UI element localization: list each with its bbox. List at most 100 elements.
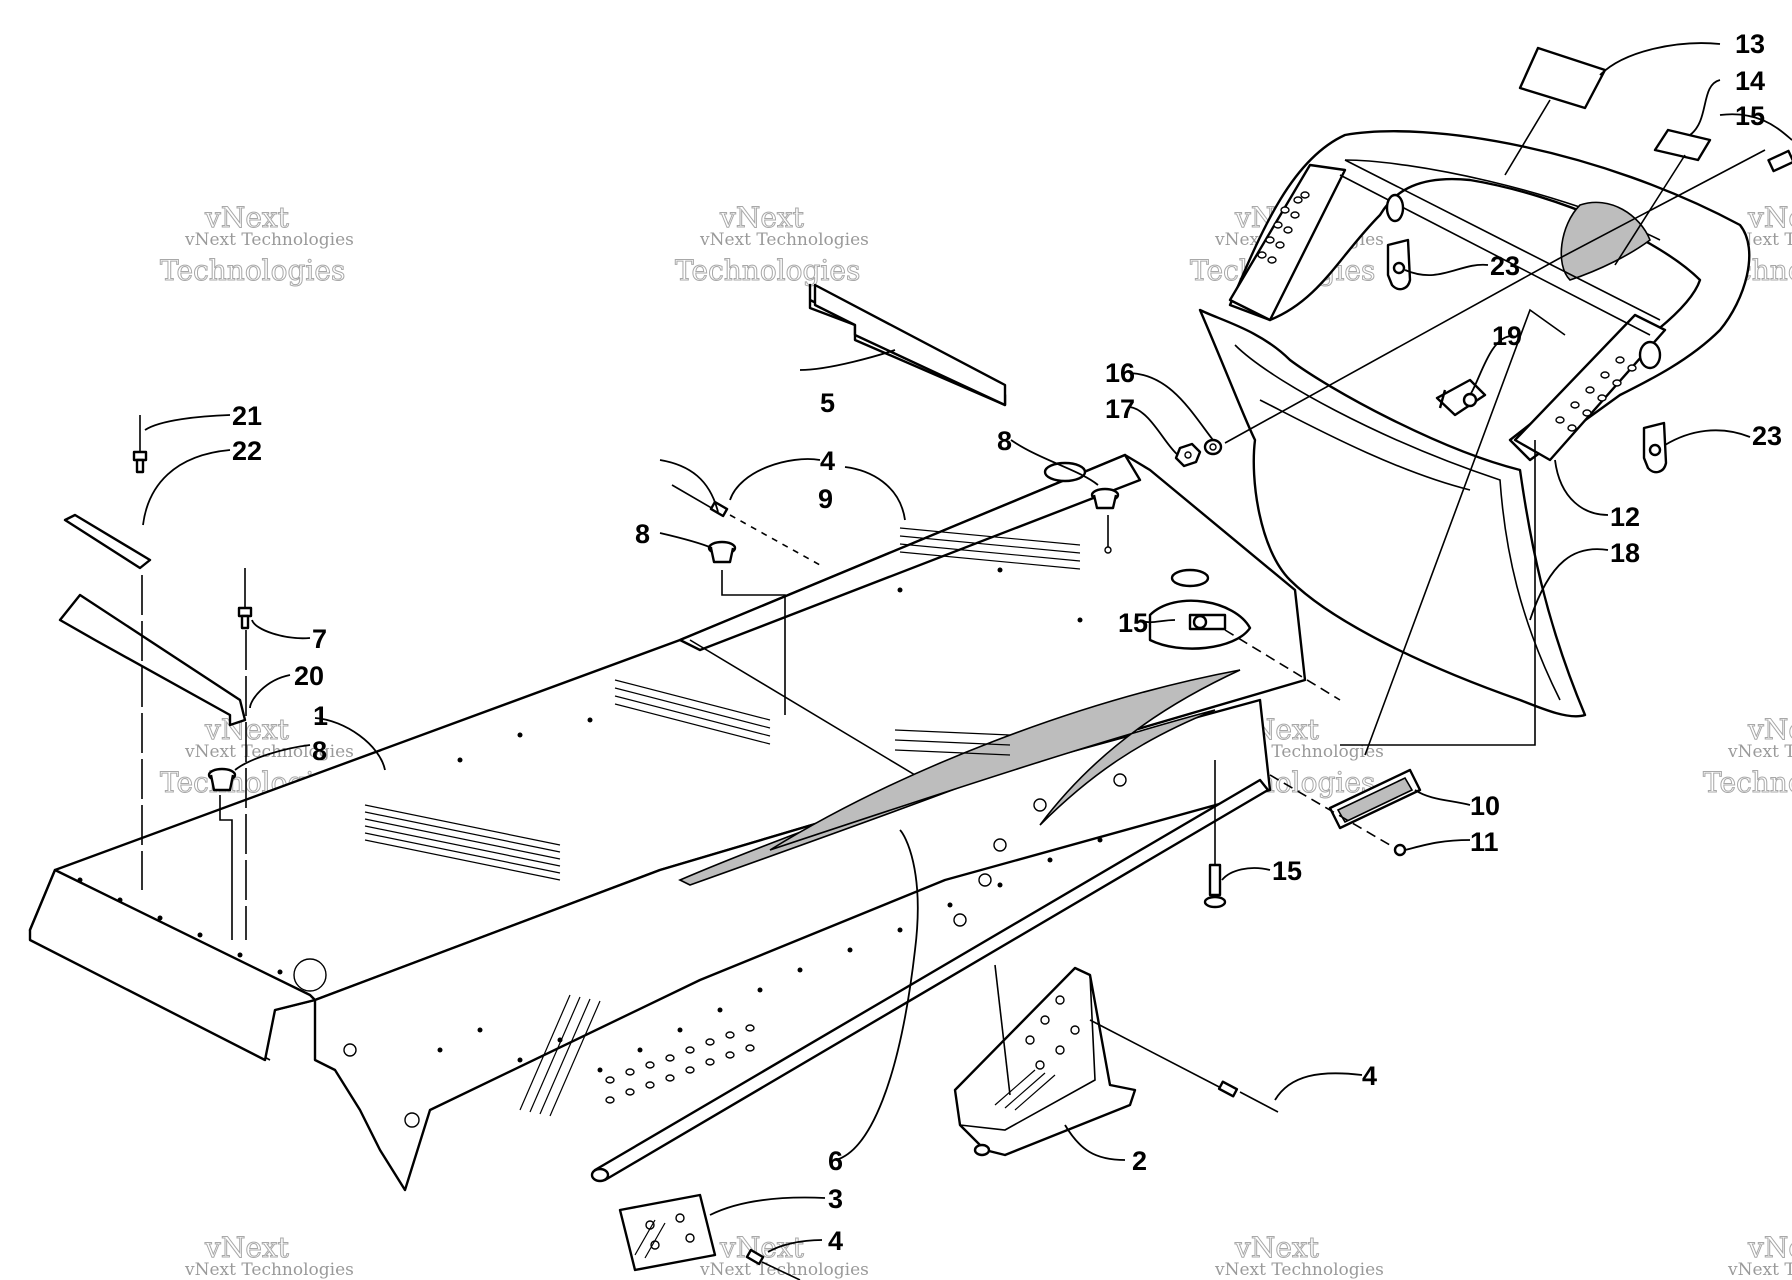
nut-16-washer-17 bbox=[1174, 438, 1223, 468]
watermark-small: vNext Technologies bbox=[699, 230, 869, 250]
decal-14 bbox=[1653, 128, 1712, 162]
callout-23: 23 bbox=[1490, 251, 1520, 281]
step-right-dimples bbox=[1555, 356, 1637, 432]
tunnel-chassis bbox=[28, 453, 1307, 1192]
watermark-big-top: vNext bbox=[719, 201, 805, 234]
plate-3 bbox=[618, 1193, 717, 1272]
grommet-slot bbox=[1043, 461, 1087, 483]
grommet-slot bbox=[1170, 568, 1210, 588]
reflector-10 bbox=[1328, 768, 1422, 830]
leader-lines bbox=[142, 42, 1792, 1253]
assembly-lines-bumper bbox=[1224, 99, 1766, 756]
callout-3: 3 bbox=[828, 1184, 843, 1214]
callout-10: 10 bbox=[1470, 791, 1500, 821]
callout-9: 9 bbox=[818, 484, 833, 514]
watermark: vNext vNext Technologies Technologies bbox=[160, 201, 354, 288]
callout-8: 8 bbox=[997, 426, 1012, 456]
watermark-big-bottom: Technologies bbox=[1703, 766, 1792, 799]
callout-17: 17 bbox=[1105, 394, 1135, 424]
watermark-small: vNext Technologies bbox=[1727, 1260, 1792, 1280]
u-nut-19 bbox=[1435, 378, 1487, 417]
bumper-mount-tab bbox=[1638, 340, 1662, 370]
watermark-small: vNext Technologies bbox=[184, 230, 354, 250]
callout-18: 18 bbox=[1610, 538, 1640, 568]
callout-6: 6 bbox=[828, 1146, 843, 1176]
front-bracket-20 bbox=[58, 593, 247, 727]
watermark: vNext vNext Technologies Technologies bbox=[1703, 713, 1792, 800]
watermark: vNext vNext Technologies bbox=[1214, 1231, 1384, 1280]
front-bracket-22 bbox=[63, 513, 152, 570]
rear-bumper-assembly bbox=[1174, 46, 1792, 756]
bracket-2 bbox=[953, 964, 1137, 1157]
watermark-big-top: vNext bbox=[1747, 713, 1792, 746]
watermark-small: vNext Technologies bbox=[184, 1260, 354, 1280]
callout-12: 12 bbox=[1610, 502, 1640, 532]
pin-4-center bbox=[671, 484, 821, 566]
callout-7: 7 bbox=[312, 624, 327, 654]
callout-5: 5 bbox=[820, 388, 835, 418]
watermark-big-top: vNext bbox=[204, 713, 290, 746]
callout-2: 2 bbox=[1132, 1146, 1147, 1176]
watermark-small: vNext Technologies bbox=[184, 742, 354, 762]
rivet-7 bbox=[237, 568, 253, 630]
watermark-small: vNext Technologies bbox=[699, 1260, 869, 1280]
watermark-big-bottom: Technologies bbox=[675, 254, 860, 287]
callout-13: 13 bbox=[1735, 29, 1765, 59]
watermark-big-bottom: Technologies bbox=[160, 254, 345, 287]
callout-labels: 13 14 15 23 19 23 12 18 16 17 15 15 10 1… bbox=[232, 29, 1782, 1256]
watermark: vNext vNext Technologies bbox=[699, 1231, 869, 1280]
bumper-crossbar bbox=[1344, 159, 1661, 321]
clip-23-lower bbox=[1642, 421, 1668, 474]
step-left-dimples bbox=[1257, 191, 1310, 264]
snow-flap-inner bbox=[1259, 399, 1471, 491]
watermark: vNext vNext Technologies bbox=[184, 1231, 354, 1280]
rail-end bbox=[590, 1167, 610, 1183]
watermark: vNext vNext Technologies bbox=[1727, 1231, 1792, 1280]
watermark-small: vNext Technologies bbox=[1214, 1260, 1384, 1280]
pin-4-lower bbox=[1089, 1019, 1279, 1113]
watermark-big-top: vNext bbox=[1747, 201, 1792, 234]
tunnel-decal-swoosh bbox=[769, 669, 1241, 851]
cap-8-right bbox=[1090, 487, 1120, 554]
callout-16: 16 bbox=[1105, 358, 1135, 388]
tunnel-side-dimples bbox=[605, 1024, 755, 1104]
clip-23-upper bbox=[1386, 238, 1412, 291]
callout-19: 19 bbox=[1492, 321, 1522, 351]
callout-20: 20 bbox=[294, 661, 324, 691]
cap-8-center bbox=[707, 540, 786, 715]
watermark-big-top: vNext bbox=[204, 1231, 290, 1264]
callout-23: 23 bbox=[1752, 421, 1782, 451]
callout-11: 11 bbox=[1470, 827, 1499, 857]
bolt-15-lower bbox=[1203, 760, 1227, 909]
callout-15: 15 bbox=[1118, 608, 1148, 638]
tunnel-rivets bbox=[77, 567, 1127, 1128]
rivet-21 bbox=[132, 415, 148, 474]
watermark-big-top: vNext bbox=[1747, 1231, 1792, 1264]
assembly-lines-left bbox=[141, 575, 247, 940]
callout-22: 22 bbox=[232, 436, 262, 466]
cap-8-left bbox=[207, 767, 237, 792]
bumper-mount-tab bbox=[1385, 193, 1405, 223]
callout-8: 8 bbox=[635, 519, 650, 549]
watermark-small: vNext Technologies bbox=[1727, 742, 1792, 762]
callout-4: 4 bbox=[820, 446, 835, 476]
callout-1: 1 bbox=[313, 701, 328, 731]
front-bracket-20-fold bbox=[79, 594, 241, 701]
tunnel-front-flange bbox=[28, 868, 317, 1062]
tunnel-hatching bbox=[364, 527, 1081, 1117]
watermark-big-top: vNext bbox=[1234, 1231, 1320, 1264]
callout-4: 4 bbox=[1362, 1061, 1377, 1091]
watermark-big-top: vNext bbox=[204, 201, 290, 234]
bolt-15-upper bbox=[1148, 599, 1341, 701]
callout-4: 4 bbox=[828, 1226, 843, 1256]
callout-15: 15 bbox=[1272, 856, 1302, 886]
trim-strip-body bbox=[813, 283, 1007, 407]
watermark: vNext vNext Technologies Technologies bbox=[675, 201, 869, 288]
callout-21: 21 bbox=[232, 401, 262, 431]
pin-4-bottom bbox=[745, 1248, 801, 1280]
decal-13 bbox=[1518, 46, 1607, 110]
snow-flap-inner bbox=[1234, 344, 1561, 701]
callout-14: 14 bbox=[1735, 66, 1765, 96]
bolt-15-top bbox=[1767, 149, 1792, 173]
